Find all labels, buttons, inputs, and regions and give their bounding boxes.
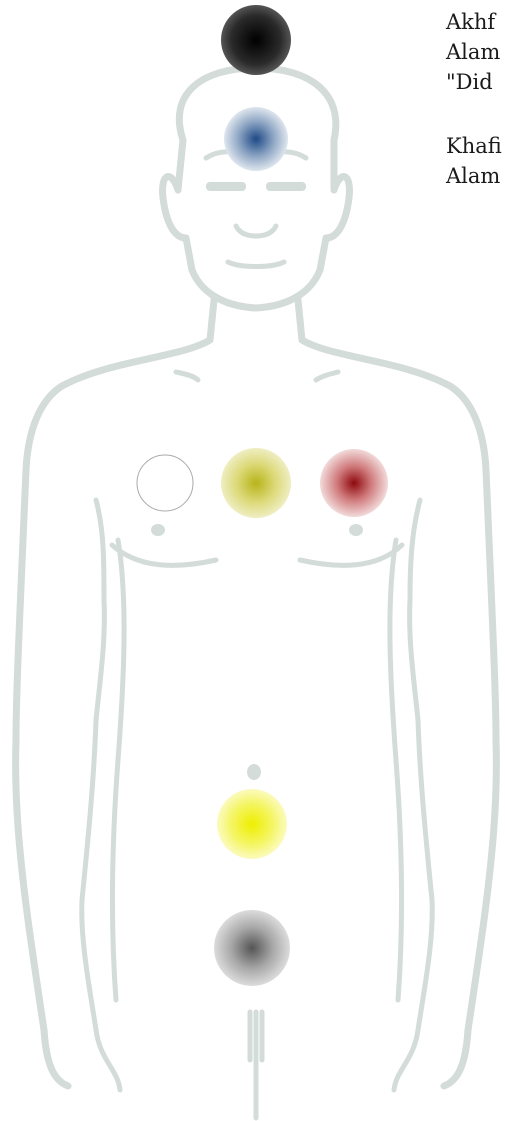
label-line-3: "Did [446, 68, 493, 96]
middle-chest-center [221, 448, 291, 518]
forehead-center [224, 107, 288, 171]
label-line-4: Khafi [446, 132, 502, 160]
label-line-1: Akhf [446, 8, 495, 36]
navel-center [217, 789, 287, 859]
right-chest-center [137, 455, 193, 511]
lower-abdomen-center [214, 910, 290, 986]
label-line-5: Alam [446, 162, 500, 190]
left-chest-center [320, 449, 388, 517]
crown-center [221, 5, 291, 75]
energy-centers [137, 5, 388, 986]
label-line-2: Alam [446, 38, 500, 66]
